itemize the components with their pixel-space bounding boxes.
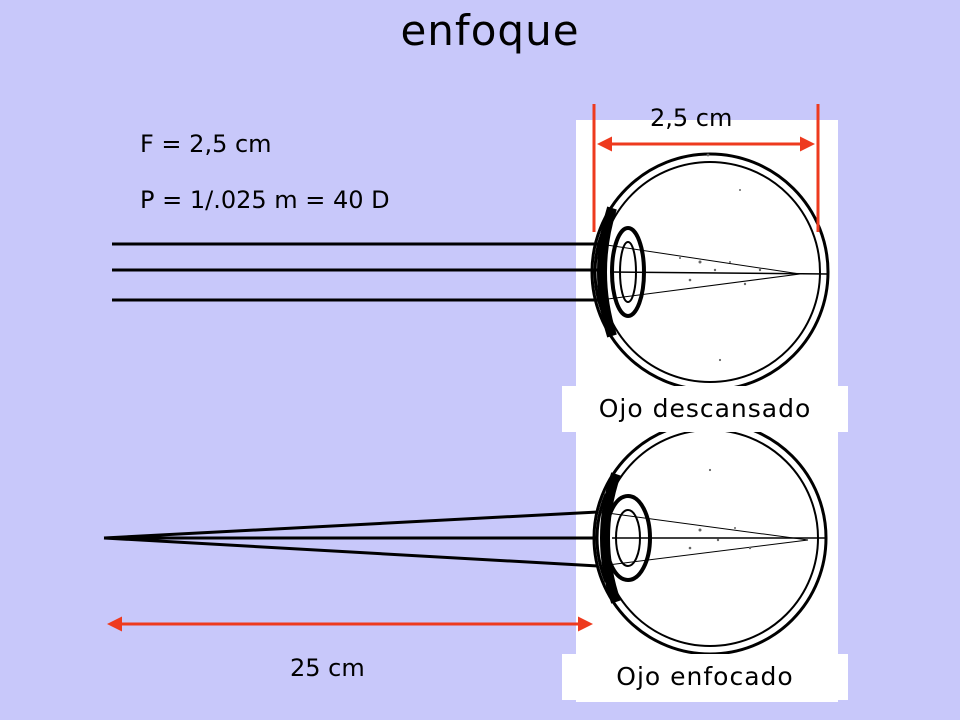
- focal-length-equation: F = 2,5 cm: [140, 130, 272, 158]
- near-distance-label: 25 cm: [290, 654, 365, 682]
- eye-length-dimension: [592, 104, 820, 232]
- eye-rest-panel: [576, 120, 838, 410]
- eye-rest-label: Ojo descansado: [562, 386, 848, 432]
- eye-focus-speckles: [688, 468, 752, 550]
- page-title: enfoque: [400, 6, 580, 55]
- eye-rest-speckles: [679, 153, 762, 362]
- diverging-rays: [103, 510, 599, 568]
- eye-length-label: 2,5 cm: [650, 104, 733, 132]
- eye-focus-label: Ojo enfocado: [562, 654, 848, 700]
- parallel-rays: [112, 242, 600, 302]
- power-equation: P = 1/.025 m = 40 D: [140, 186, 390, 214]
